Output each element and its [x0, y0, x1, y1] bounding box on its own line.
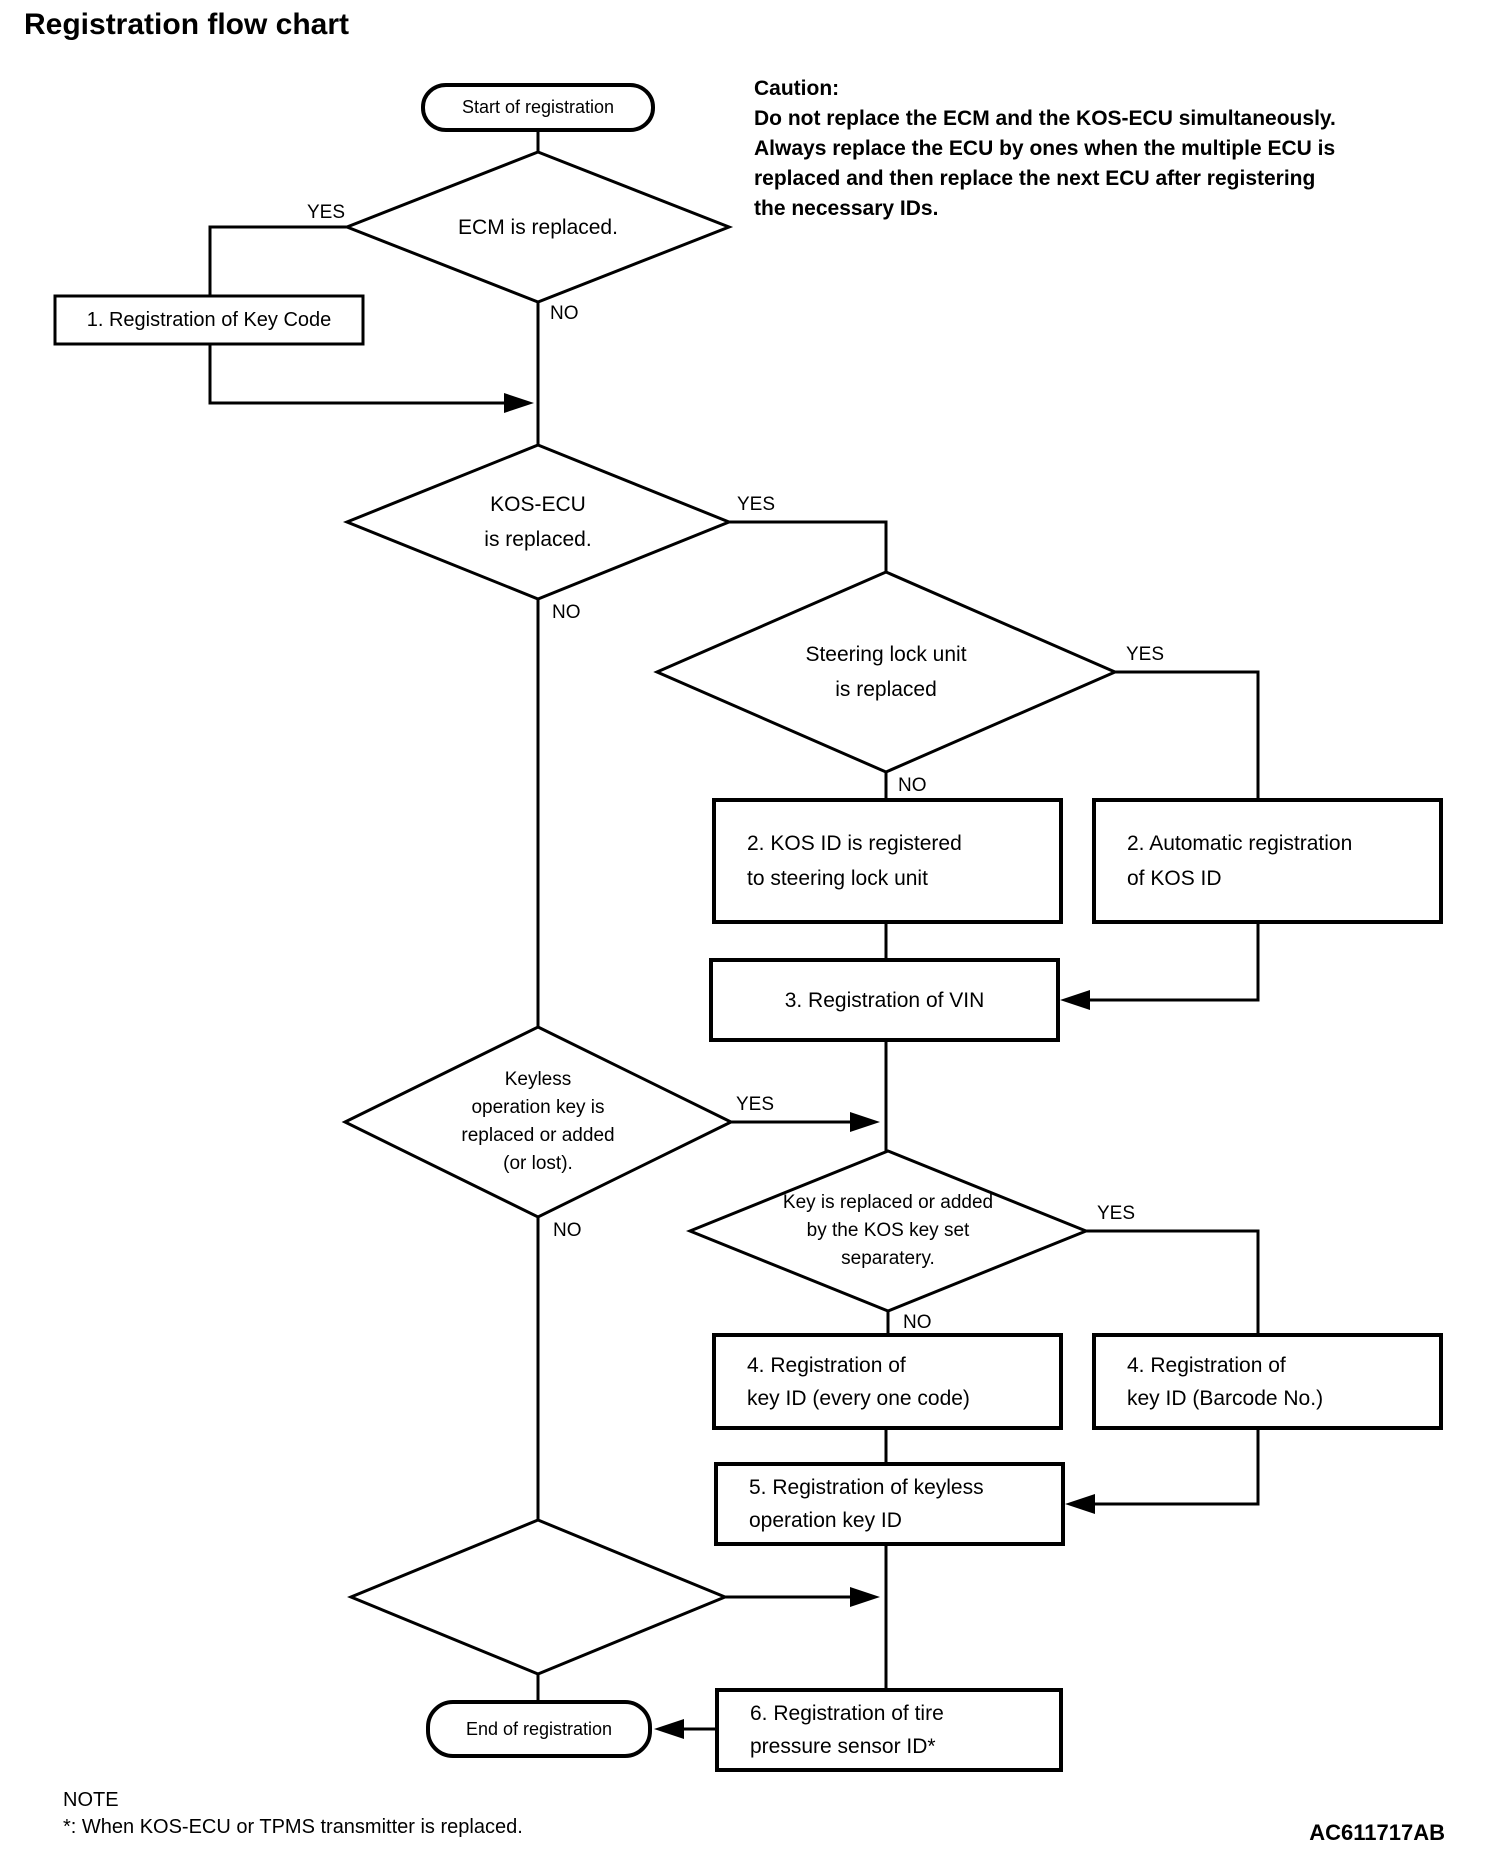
- box6-label: 6. Registration of tire pressure sensor …: [750, 1702, 944, 1758]
- box4a-shape: [712, 1333, 1063, 1430]
- arrowhead-box6-into-end: [654, 1719, 684, 1739]
- start-terminal-shape: [421, 83, 655, 132]
- tpms-decision-shape: [347, 1518, 729, 1676]
- keyless-yes-label: YES: [736, 1094, 775, 1115]
- arrowhead-box2b-into-box3: [1060, 990, 1090, 1010]
- kos-no-label: NO: [552, 602, 581, 623]
- keyless-decision-label: Keyless operation key is replaced or add…: [461, 1069, 615, 1174]
- connector-box4b-box5: [1093, 1428, 1260, 1506]
- box2a-label: 2. KOS ID is registered to steering lock…: [747, 832, 962, 890]
- box5-shape: [714, 1462, 1065, 1546]
- steering-decision-label: Steering lock unit is replaced: [805, 643, 967, 701]
- steering-yes-label: YES: [1126, 644, 1165, 665]
- note-text: *: When KOS-ECU or TPMS transmitter is r…: [63, 1816, 523, 1838]
- arrowhead-box4b-into-box5: [1065, 1494, 1095, 1514]
- figure-code: AC611717AB: [1309, 1820, 1445, 1845]
- box1-label: 1. Registration of Key Code: [86, 308, 332, 331]
- keyset-yes-label: YES: [1097, 1203, 1136, 1224]
- box2a-shape: [712, 798, 1063, 924]
- end-terminal-label: End of registration: [465, 1718, 613, 1739]
- connector-box2b-box3: [1088, 922, 1260, 1002]
- note-heading: NOTE: [63, 1789, 119, 1811]
- keyset-decision-shape: [685, 1149, 1091, 1313]
- connector-box1-merge: [208, 344, 506, 405]
- box4b-label: 4. Registration of key ID (Barcode No.): [1127, 1353, 1324, 1410]
- page-title: Registration flow chart: [24, 8, 350, 41]
- caution-text: Caution: Do not replace the ECM and the …: [754, 77, 1336, 220]
- keyless-decision-shape: [341, 1025, 735, 1219]
- arrowhead-merge-into-axis: [504, 393, 534, 413]
- connector-keyset-yes-box4b: [1084, 1229, 1260, 1335]
- arrowhead-tpms-into-axis: [850, 1587, 880, 1607]
- kos-decision-label: KOS-ECU is replaced.: [484, 493, 592, 551]
- box3-label: 3. Registration of VIN: [784, 988, 985, 1012]
- ecm-no-label: NO: [550, 303, 579, 324]
- keyless-no-label: NO: [553, 1220, 582, 1241]
- box2b-label: 2. Automatic registration of KOS ID: [1127, 832, 1353, 890]
- box5-label: 5. Registration of keyless operation key…: [749, 1476, 984, 1532]
- connector-ecm-yes-box1: [208, 225, 349, 296]
- connector-steering-yes-box2b: [1113, 670, 1260, 800]
- arrowhead-keyless-into-axis: [850, 1112, 880, 1132]
- connector-lines: [208, 130, 1260, 1731]
- tpms-decision-label: [351, 1520, 725, 1674]
- ecm-yes-label: YES: [306, 202, 345, 223]
- keyset-no-label: NO: [903, 1312, 932, 1333]
- keyset-decision-label: Key is replaced or added by the KOS key …: [782, 1192, 994, 1269]
- ecm-decision-shape: [342, 150, 734, 304]
- ecm-decision-label: ECM is replaced.: [458, 215, 618, 239]
- kos-yes-label: YES: [737, 494, 776, 515]
- box6-shape: [715, 1688, 1063, 1772]
- steering-decision-shape: [653, 570, 1119, 774]
- connector-kos-yes-steering: [727, 520, 888, 575]
- box4b-shape: [1092, 1333, 1443, 1430]
- box1-shape: [53, 294, 365, 346]
- arrowheads: [504, 393, 1095, 1739]
- steering-no-label: NO: [898, 775, 927, 796]
- start-terminal-label: Start of registration: [461, 97, 615, 117]
- box4a-label: 4. Registration of key ID (every one cod…: [747, 1353, 970, 1410]
- box2b-shape: [1092, 798, 1443, 924]
- node-shapes: [53, 83, 1443, 1772]
- kos-decision-shape: [342, 443, 734, 601]
- end-terminal-shape: [426, 1700, 652, 1758]
- box3-shape: [709, 958, 1060, 1042]
